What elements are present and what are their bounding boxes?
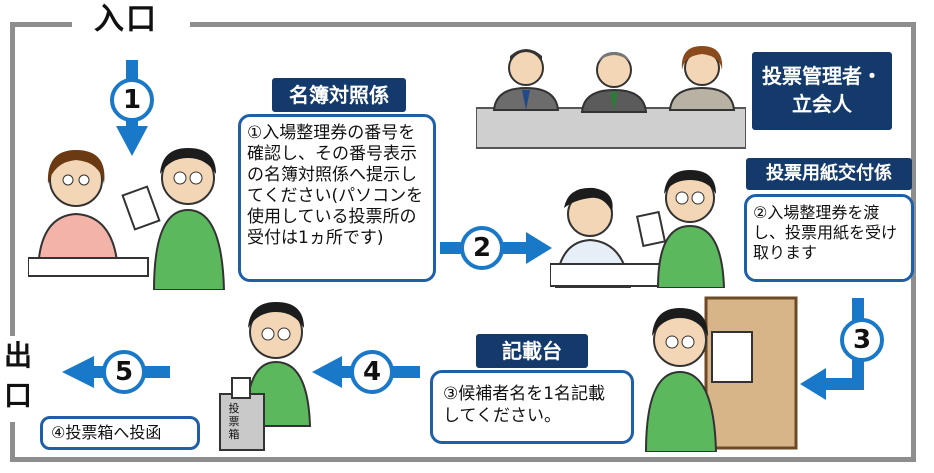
entrance-gap	[72, 12, 190, 34]
step-4-badge: 4	[350, 350, 394, 394]
ballot-box-label: 投票箱	[228, 402, 240, 441]
arrow-3-head	[800, 368, 826, 400]
supervisor-title-line1: 投票管理者・	[762, 64, 882, 88]
ballot-issue-scene-illustration	[550, 170, 726, 288]
register-scene-illustration	[28, 148, 226, 290]
register-title: 名簿対照係	[272, 78, 406, 112]
writing-booth-illustration	[644, 296, 798, 452]
step-1-badge: 1	[110, 78, 154, 122]
writing-desk-title: 記載台	[476, 334, 588, 368]
exit-text: 出口	[4, 339, 33, 412]
ballot-issue-title: 投票用紙交付係	[746, 158, 912, 190]
supervisor-title: 投票管理者・ 立会人	[752, 52, 892, 130]
ballot-box-illustration	[219, 302, 312, 451]
supervisors-illustration	[476, 46, 746, 149]
arrow-3-shaft-horizontal	[822, 378, 864, 390]
arrow-5-head	[62, 356, 94, 388]
exit-gap	[4, 336, 28, 422]
arrow-2-head	[526, 232, 552, 264]
ballot-box-description: ④投票箱へ投函	[40, 416, 200, 450]
step-5-badge: 5	[102, 350, 146, 394]
entrance-label: 入口	[94, 2, 158, 37]
supervisor-title-line2: 立会人	[792, 92, 852, 116]
arrow-4-head	[312, 356, 342, 388]
step-2-badge: 2	[460, 226, 504, 270]
arrow-1-head	[116, 126, 148, 156]
ballot-issue-description: ②入場整理券を渡し、投票用紙を受け取ります	[744, 194, 914, 282]
exit-label: 出口	[4, 336, 33, 416]
step-3-badge: 3	[840, 318, 884, 362]
writing-desk-description: ③候補者名を1名記載してください。	[430, 370, 634, 444]
register-description: ①入場整理券の番号を確認し、その番号表示の名簿対照係へ提示してください(パソコン…	[238, 114, 436, 282]
